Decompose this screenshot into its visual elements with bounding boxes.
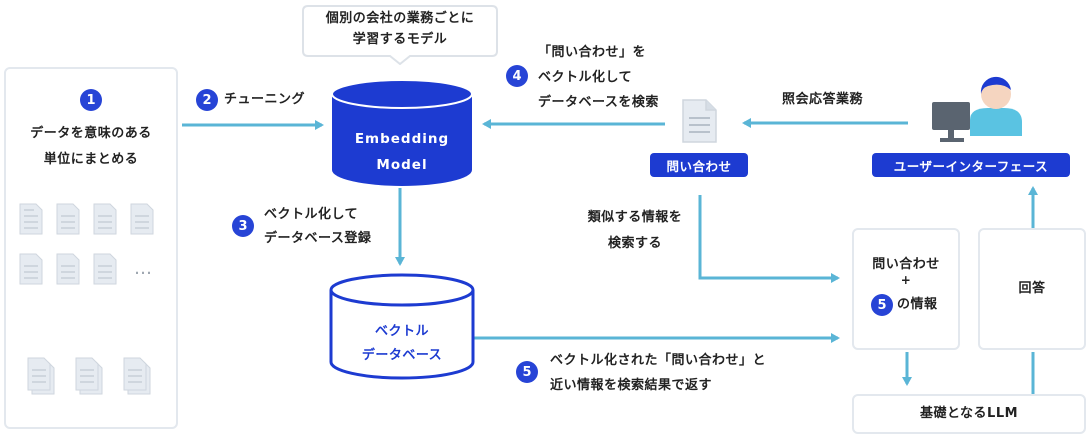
step1-line-2: 単位にまとめる bbox=[43, 152, 139, 167]
reference-operation-label: 照会応答業務 bbox=[782, 92, 864, 107]
inquiry-info-badge: 5 bbox=[871, 294, 893, 316]
inquiry-document-icon bbox=[682, 99, 717, 143]
step4-line-1: 「問い合わせ」を bbox=[538, 45, 647, 60]
vector-db-line-1: ベクトル bbox=[374, 324, 429, 339]
embedding-model-label: Embedding Model bbox=[330, 126, 474, 178]
step1-line-1: データを意味のある bbox=[30, 126, 152, 141]
answer-label: 回答 bbox=[1018, 281, 1046, 296]
embedding-line-1: Embedding bbox=[354, 131, 450, 147]
similar-search-line-2: 検索する bbox=[607, 236, 662, 251]
vector-database-cylinder bbox=[329, 273, 475, 380]
inquiry-info-suffix: の情報 bbox=[897, 297, 938, 312]
step1-badge: 1 bbox=[80, 89, 102, 111]
embedding-model-cylinder bbox=[331, 79, 473, 186]
step3-line-1: ベクトル化して bbox=[264, 207, 359, 222]
bubble-line-2: 学習するモデル bbox=[352, 32, 448, 47]
step3-text: ベクトル化して データベース登録 bbox=[264, 203, 371, 251]
step3-badge: 3 bbox=[232, 215, 254, 237]
inquiry-info-box bbox=[852, 228, 960, 350]
step3-line-2: データベース登録 bbox=[264, 231, 372, 246]
base-llm-box bbox=[852, 394, 1086, 434]
user-interface-pill: ユーザーインターフェース bbox=[872, 153, 1070, 177]
step1-text: データを意味のある 単位にまとめる bbox=[4, 121, 178, 173]
step2-label: チューニング bbox=[224, 92, 306, 107]
user-at-computer-icon bbox=[932, 76, 1022, 142]
step5-badge: 5 bbox=[516, 361, 538, 383]
step5-text: ベクトル化された「問い合わせ」と 近い情報を検索結果で返す bbox=[550, 348, 766, 398]
similar-search-text: 類似する情報を 検索する bbox=[572, 205, 698, 257]
ellipsis-text: … bbox=[134, 258, 154, 279]
similar-search-line-1: 類似する情報を bbox=[587, 210, 683, 225]
embedding-line-2: Model bbox=[376, 157, 428, 173]
step5-line-1: ベクトル化された「問い合わせ」と bbox=[550, 353, 767, 368]
step4-badge: 4 bbox=[506, 65, 528, 87]
answer-box bbox=[978, 228, 1086, 350]
vector-database-label: ベクトル データベース bbox=[328, 320, 476, 368]
inquiry-info-line-1: 問い合わせ bbox=[872, 257, 940, 272]
step5-line-2: 近い情報を検索結果で返す bbox=[550, 378, 713, 393]
document-icons-grid bbox=[19, 203, 154, 395]
step2-badge: 2 bbox=[196, 89, 218, 111]
bubble-line-1: 個別の会社の業務ごとに bbox=[325, 11, 475, 26]
step4-line-3: データベースを検索 bbox=[538, 95, 659, 110]
step4-line-2: ベクトル化して bbox=[538, 70, 633, 85]
vector-db-line-2: データベース bbox=[361, 348, 443, 363]
inquiry-info-plus: + bbox=[900, 273, 912, 287]
speech-bubble: 個別の会社の業務ごとに 学習するモデル bbox=[302, 5, 498, 65]
base-llm-label: 基礎となるLLM bbox=[919, 406, 1019, 421]
inquiry-pill: 問い合わせ bbox=[650, 153, 748, 177]
step4-text: 「問い合わせ」を ベクトル化して データベースを検索 bbox=[538, 40, 659, 115]
